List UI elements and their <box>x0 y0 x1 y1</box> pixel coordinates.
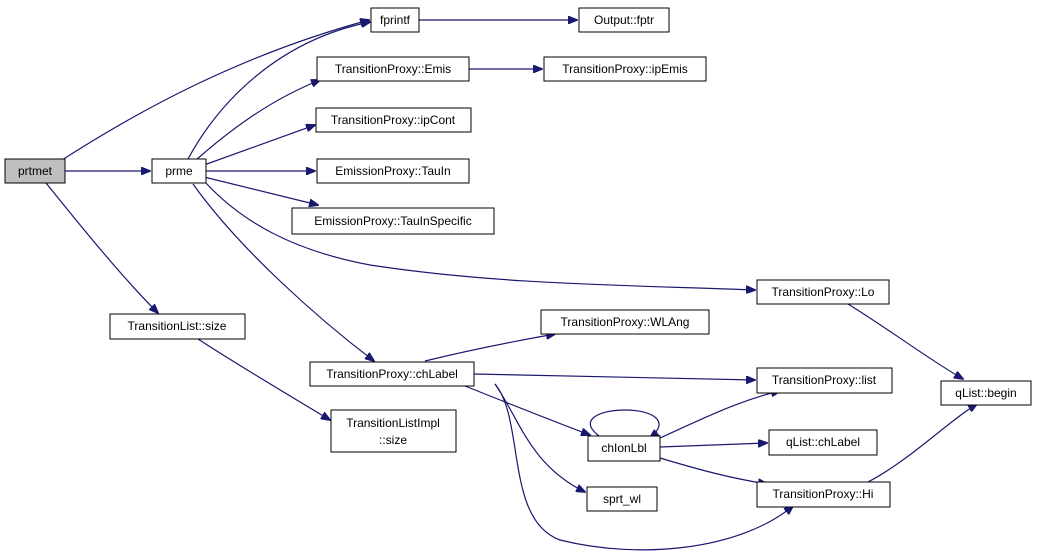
node-prme-label: prme <box>165 164 193 178</box>
node-tp-ipemis-label: TransitionProxy::ipEmis <box>562 62 688 76</box>
node-ep-tauin[interactable]: EmissionProxy::TauIn <box>316 158 470 184</box>
edge-chionlbl-qlist-chlabel <box>659 443 767 448</box>
node-tli-size[interactable]: TransitionListImpl ::size <box>330 409 457 453</box>
edge-tp-chlabel-chionlbl <box>459 383 590 435</box>
node-tl-size-label: TransitionList::size <box>128 319 227 333</box>
node-tli-size-label-line2: ::size <box>379 433 407 447</box>
node-tp-chlabel[interactable]: TransitionProxy::chLabel <box>309 361 475 387</box>
node-sprt-wl-label: sprt_wl <box>603 492 641 506</box>
node-tp-wlang[interactable]: TransitionProxy::WLAng <box>540 309 710 335</box>
edge-tp-lo-qlist-begin <box>847 303 963 379</box>
node-ep-tauinspecific[interactable]: EmissionProxy::TauInSpecific <box>291 207 495 235</box>
node-tp-ipcont[interactable]: TransitionProxy::ipCont <box>315 107 472 133</box>
node-qlist-chlabel-label: qList::chLabel <box>786 435 860 449</box>
edge-prme-tp-chlabel <box>192 183 374 361</box>
node-tp-list-label: TransitionProxy::list <box>772 373 877 387</box>
node-tp-wlang-label: TransitionProxy::WLAng <box>561 315 690 329</box>
edge-prme-tp-lo <box>204 181 755 290</box>
node-qlist-begin-label: qList::begin <box>955 386 1016 400</box>
edge-prme-tp-ipcont <box>203 125 315 166</box>
node-tp-lo-label: TransitionProxy::Lo <box>772 285 875 299</box>
node-tp-ipcont-label: TransitionProxy::ipCont <box>331 113 456 127</box>
edge-prme-ep-tauinspecific <box>203 176 318 205</box>
node-output-fptr-label: Output::fptr <box>594 13 654 27</box>
node-tl-size[interactable]: TransitionList::size <box>109 313 246 340</box>
node-tp-emis-label: TransitionProxy::Emis <box>335 62 451 76</box>
node-chionlbl-label: chIonLbl <box>601 441 646 455</box>
edge-tp-chlabel-tp-list <box>473 373 755 380</box>
node-fprintf[interactable]: fprintf <box>370 7 420 33</box>
node-output-fptr[interactable]: Output::fptr <box>578 7 670 33</box>
node-prme[interactable]: prme <box>151 158 207 184</box>
node-ep-tauin-label: EmissionProxy::TauIn <box>335 164 450 178</box>
node-tp-ipemis[interactable]: TransitionProxy::ipEmis <box>543 56 707 82</box>
node-qlist-begin[interactable]: qList::begin <box>940 380 1032 406</box>
edge-tp-chlabel-sprt-wl <box>494 383 585 492</box>
node-prtmet[interactable]: prtmet <box>4 158 66 184</box>
node-tp-chlabel-label: TransitionProxy::chLabel <box>326 367 458 381</box>
node-ep-tauinspecific-label: EmissionProxy::TauInSpecific <box>314 214 471 228</box>
node-qlist-chlabel[interactable]: qList::chLabel <box>768 429 878 456</box>
edge-prtmet-fprintf <box>61 20 369 161</box>
edge-chionlbl-self <box>589 409 659 438</box>
node-sprt-wl[interactable]: sprt_wl <box>586 486 658 512</box>
edge-tl-size-tli-size <box>197 338 330 420</box>
edge-tp-chlabel-tp-hi <box>494 383 793 551</box>
node-prtmet-label: prtmet <box>18 164 53 178</box>
node-tp-emis[interactable]: TransitionProxy::Emis <box>316 56 470 82</box>
node-tp-lo[interactable]: TransitionProxy::Lo <box>756 279 890 305</box>
node-tli-size-label-line1: TransitionListImpl <box>346 416 440 430</box>
node-tp-list[interactable]: TransitionProxy::list <box>756 367 893 394</box>
edge-chionlbl-tp-list <box>659 391 780 439</box>
edge-tp-chlabel-tp-wlang <box>424 334 555 362</box>
node-tp-hi[interactable]: TransitionProxy::Hi <box>756 481 891 508</box>
edge-tp-hi-qlist-begin <box>867 404 977 483</box>
edge-chionlbl-tp-hi <box>659 457 767 484</box>
edge-prme-fprintf <box>187 22 370 160</box>
node-chionlbl[interactable]: chIonLbl <box>587 435 661 462</box>
node-fprintf-label: fprintf <box>380 13 411 27</box>
edge-prtmet-tl-size <box>45 182 158 313</box>
node-tp-hi-label: TransitionProxy::Hi <box>773 487 874 501</box>
edge-prme-tp-emis <box>195 80 320 161</box>
